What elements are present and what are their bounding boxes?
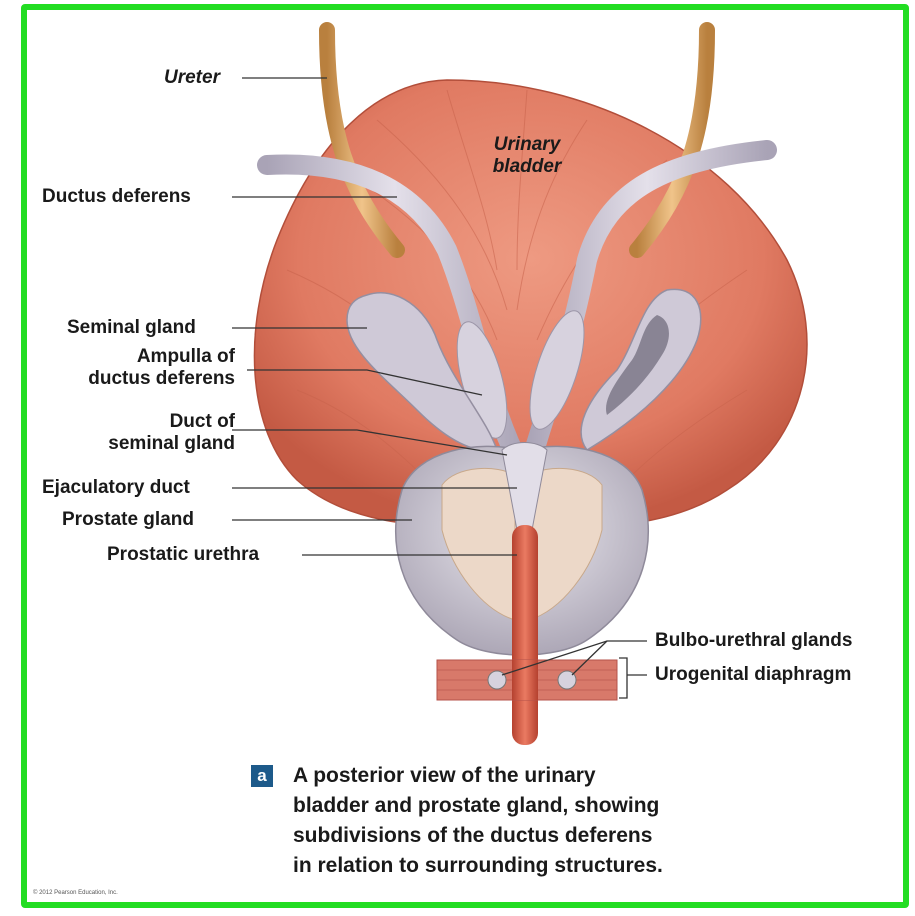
label-prostatic-urethra: Prostatic urethra (107, 544, 259, 566)
label-prostate-gland: Prostate gland (62, 509, 194, 531)
label-duct-of-seminal-gland: Duct of seminal gland (37, 411, 235, 455)
prostatic-urethra-shape (512, 525, 538, 745)
label-ductus-deferens: Ductus deferens (42, 186, 191, 208)
label-ejaculatory-duct: Ejaculatory duct (42, 477, 190, 499)
figure-frame: Ureter Urinary bladder Ductus deferens S… (21, 4, 909, 908)
label-ureter: Ureter (164, 67, 220, 89)
label-ampulla: Ampulla of ductus deferens (37, 346, 235, 390)
caption-line-1: A posterior view of the urinary (293, 761, 853, 791)
caption-badge: a (251, 765, 273, 787)
caption-line-3: subdivisions of the ductus deferens (293, 821, 853, 851)
label-urinary-bladder-line-1: Urinary (472, 134, 582, 156)
label-urinary-bladder-line-2: bladder (472, 156, 582, 178)
figure-caption: A posterior view of the urinary bladder … (293, 761, 853, 881)
label-duct-of-seminal-gland-line-1: Duct of (37, 411, 235, 433)
label-ampulla-line-2: ductus deferens (37, 368, 235, 390)
figure-area: Ureter Urinary bladder Ductus deferens S… (27, 10, 903, 902)
copyright-notice: © 2012 Pearson Education, Inc. (33, 890, 118, 896)
caption-line-2: bladder and prostate gland, showing (293, 791, 853, 821)
label-ampulla-line-1: Ampulla of (37, 346, 235, 368)
label-urogenital-diaphragm: Urogenital diaphragm (655, 664, 851, 686)
label-seminal-gland: Seminal gland (67, 317, 196, 339)
caption-line-4: in relation to surrounding structures. (293, 851, 853, 881)
label-urinary-bladder: Urinary bladder (472, 134, 582, 178)
label-bulbo-urethral-glands: Bulbo-urethral glands (655, 630, 852, 652)
left-bulbo-urethral-gland (488, 671, 506, 689)
label-duct-of-seminal-gland-line-2: seminal gland (37, 433, 235, 455)
